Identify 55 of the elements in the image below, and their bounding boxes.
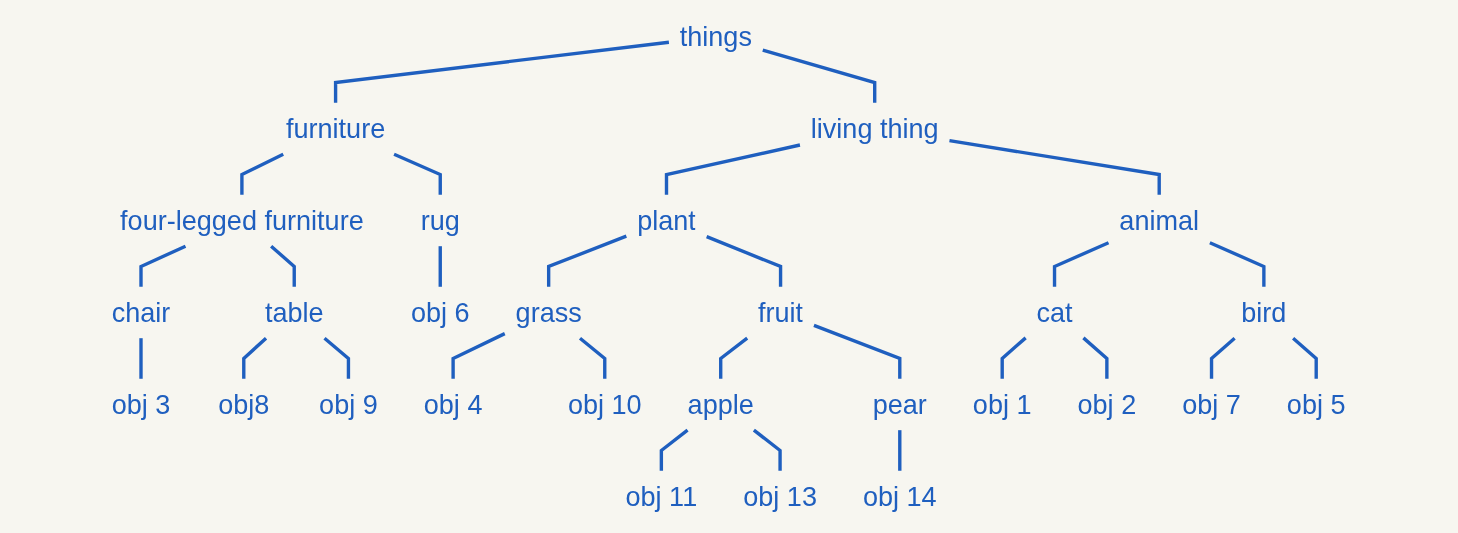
node-text: obj 10 bbox=[568, 389, 643, 420]
connector bbox=[1209, 241, 1266, 287]
node-text: grass bbox=[515, 297, 583, 328]
node-text: chair bbox=[112, 297, 171, 328]
connector bbox=[1053, 241, 1110, 287]
connector bbox=[393, 152, 443, 195]
node-text: animal bbox=[1119, 205, 1200, 236]
connector bbox=[719, 336, 749, 379]
node-text: fruit bbox=[758, 297, 804, 328]
node-text: furniture bbox=[286, 113, 386, 144]
connector bbox=[660, 428, 689, 471]
connector bbox=[579, 336, 607, 379]
connector bbox=[753, 428, 783, 471]
node-text: obj 1 bbox=[973, 389, 1032, 420]
connector bbox=[451, 332, 506, 379]
connector bbox=[547, 234, 628, 287]
node-text: bird bbox=[1241, 297, 1287, 328]
node-text: obj8 bbox=[218, 389, 270, 420]
connector bbox=[1082, 336, 1109, 379]
node-text: obj 5 bbox=[1287, 389, 1346, 420]
node-text: things bbox=[680, 21, 753, 52]
node-text: obj 4 bbox=[424, 389, 483, 420]
connector bbox=[334, 40, 670, 103]
connector bbox=[949, 138, 1162, 195]
node-text: pear bbox=[873, 389, 928, 420]
node-text: obj 7 bbox=[1182, 389, 1242, 420]
node-text: apple bbox=[688, 389, 755, 420]
connector bbox=[240, 152, 285, 195]
node-text: obj 13 bbox=[743, 481, 818, 512]
node-text: obj 14 bbox=[863, 481, 938, 512]
node-text: cat bbox=[1036, 297, 1073, 328]
node-text: obj 11 bbox=[625, 481, 698, 512]
connector bbox=[1292, 336, 1319, 379]
node-text: plant bbox=[637, 205, 697, 236]
node-text: obj 2 bbox=[1077, 389, 1137, 420]
connector bbox=[665, 143, 801, 195]
connector bbox=[898, 430, 902, 471]
connector bbox=[1000, 336, 1028, 379]
node-text: table bbox=[265, 297, 324, 328]
connector bbox=[762, 48, 877, 103]
connector bbox=[813, 323, 902, 379]
connector bbox=[1210, 336, 1237, 379]
connector bbox=[139, 244, 187, 287]
node-text: rug bbox=[421, 205, 461, 236]
node-text: obj 9 bbox=[319, 389, 379, 420]
node-text: four-legged furniture bbox=[120, 205, 365, 236]
connector bbox=[139, 338, 144, 379]
connector bbox=[242, 336, 268, 379]
connector bbox=[270, 244, 297, 287]
connector bbox=[706, 235, 783, 287]
connector bbox=[323, 336, 351, 379]
node-text: obj 6 bbox=[411, 297, 470, 328]
connector bbox=[438, 246, 443, 287]
node-text: living thing bbox=[811, 113, 940, 144]
node-text: obj 3 bbox=[112, 389, 171, 420]
